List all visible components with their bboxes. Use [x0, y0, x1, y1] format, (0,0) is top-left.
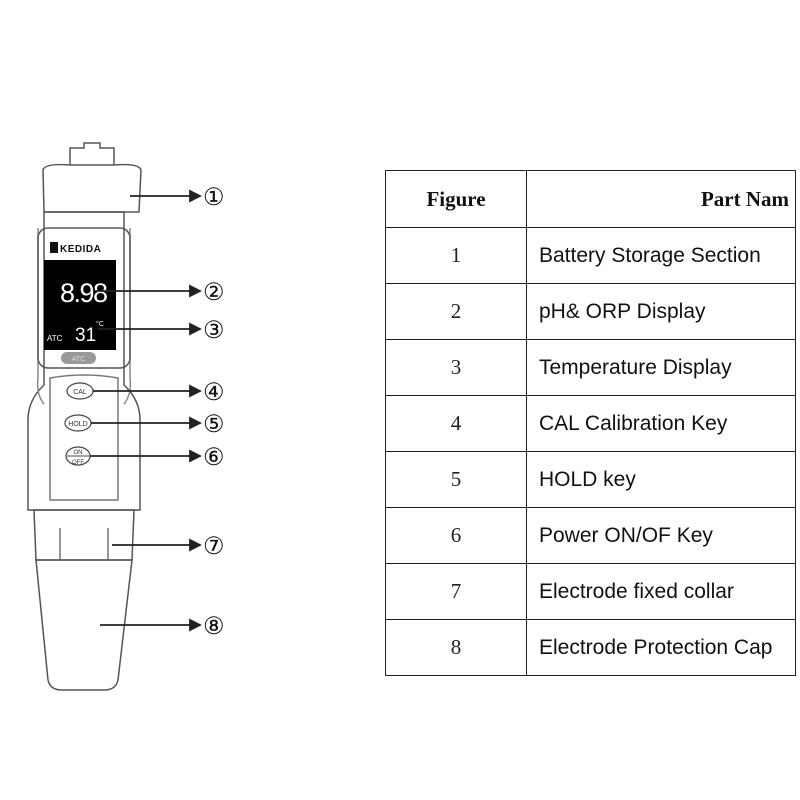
- header-figure: Figure: [385, 170, 527, 228]
- figure-number: 1: [385, 227, 527, 284]
- power-key-on-label: ON: [74, 450, 83, 456]
- figure-number: 2: [385, 283, 527, 340]
- callout-8: ⑧: [203, 613, 225, 640]
- atc-badge: [61, 352, 96, 364]
- figure-number: 3: [385, 339, 527, 396]
- part-name: Battery Storage Section: [526, 227, 796, 284]
- figure-number: 8: [385, 619, 527, 676]
- cal-key-label: CAL: [73, 389, 87, 396]
- callout-5: ⑤: [203, 411, 225, 438]
- part-name: Electrode fixed collar: [526, 563, 796, 620]
- header-part-name: Part Nam: [526, 170, 796, 228]
- part-name: pH& ORP Display: [526, 283, 796, 340]
- electrode-collar: [33, 509, 135, 561]
- table-header-row: Figure Part Nam: [385, 170, 796, 228]
- figure-number: 7: [385, 563, 527, 620]
- part-name: Electrode Protection Cap: [526, 619, 796, 676]
- top-nub: [69, 142, 115, 165]
- callout-6: ⑥: [203, 444, 225, 471]
- callout-2: ②: [203, 279, 225, 306]
- lcd-screen: [44, 260, 116, 350]
- figure-number: 5: [385, 451, 527, 508]
- battery-cap: [42, 163, 142, 213]
- brand-text: KEDIDA: [60, 244, 101, 255]
- callout-7: ⑦: [203, 533, 225, 560]
- electrode-cap: [35, 559, 133, 691]
- lcd-atc-label: ATC: [47, 334, 63, 343]
- part-name: Temperature Display: [526, 339, 796, 396]
- callout-4: ④: [203, 379, 225, 406]
- lcd-main-reading: 8.98: [60, 278, 108, 308]
- brand-logo: [50, 242, 58, 253]
- part-name: CAL Calibration Key: [526, 395, 796, 452]
- callout-1: ①: [203, 184, 225, 211]
- lcd-temp-value: 31: [75, 325, 96, 346]
- hold-key-label: HOLD: [68, 421, 87, 428]
- keypad-panel: [49, 374, 119, 501]
- lcd-temp-unit: °C: [96, 320, 104, 328]
- atc-badge-text: ATC: [72, 356, 85, 363]
- power-key-off-label: OFF: [72, 460, 84, 466]
- display-panel: [37, 227, 131, 369]
- callout-3: ③: [203, 317, 225, 344]
- part-name: HOLD key: [526, 451, 796, 508]
- figure-number: 6: [385, 507, 527, 564]
- figure-number: 4: [385, 395, 527, 452]
- part-name: Power ON/OF Key: [526, 507, 796, 564]
- body-inner-outline: [36, 228, 45, 405]
